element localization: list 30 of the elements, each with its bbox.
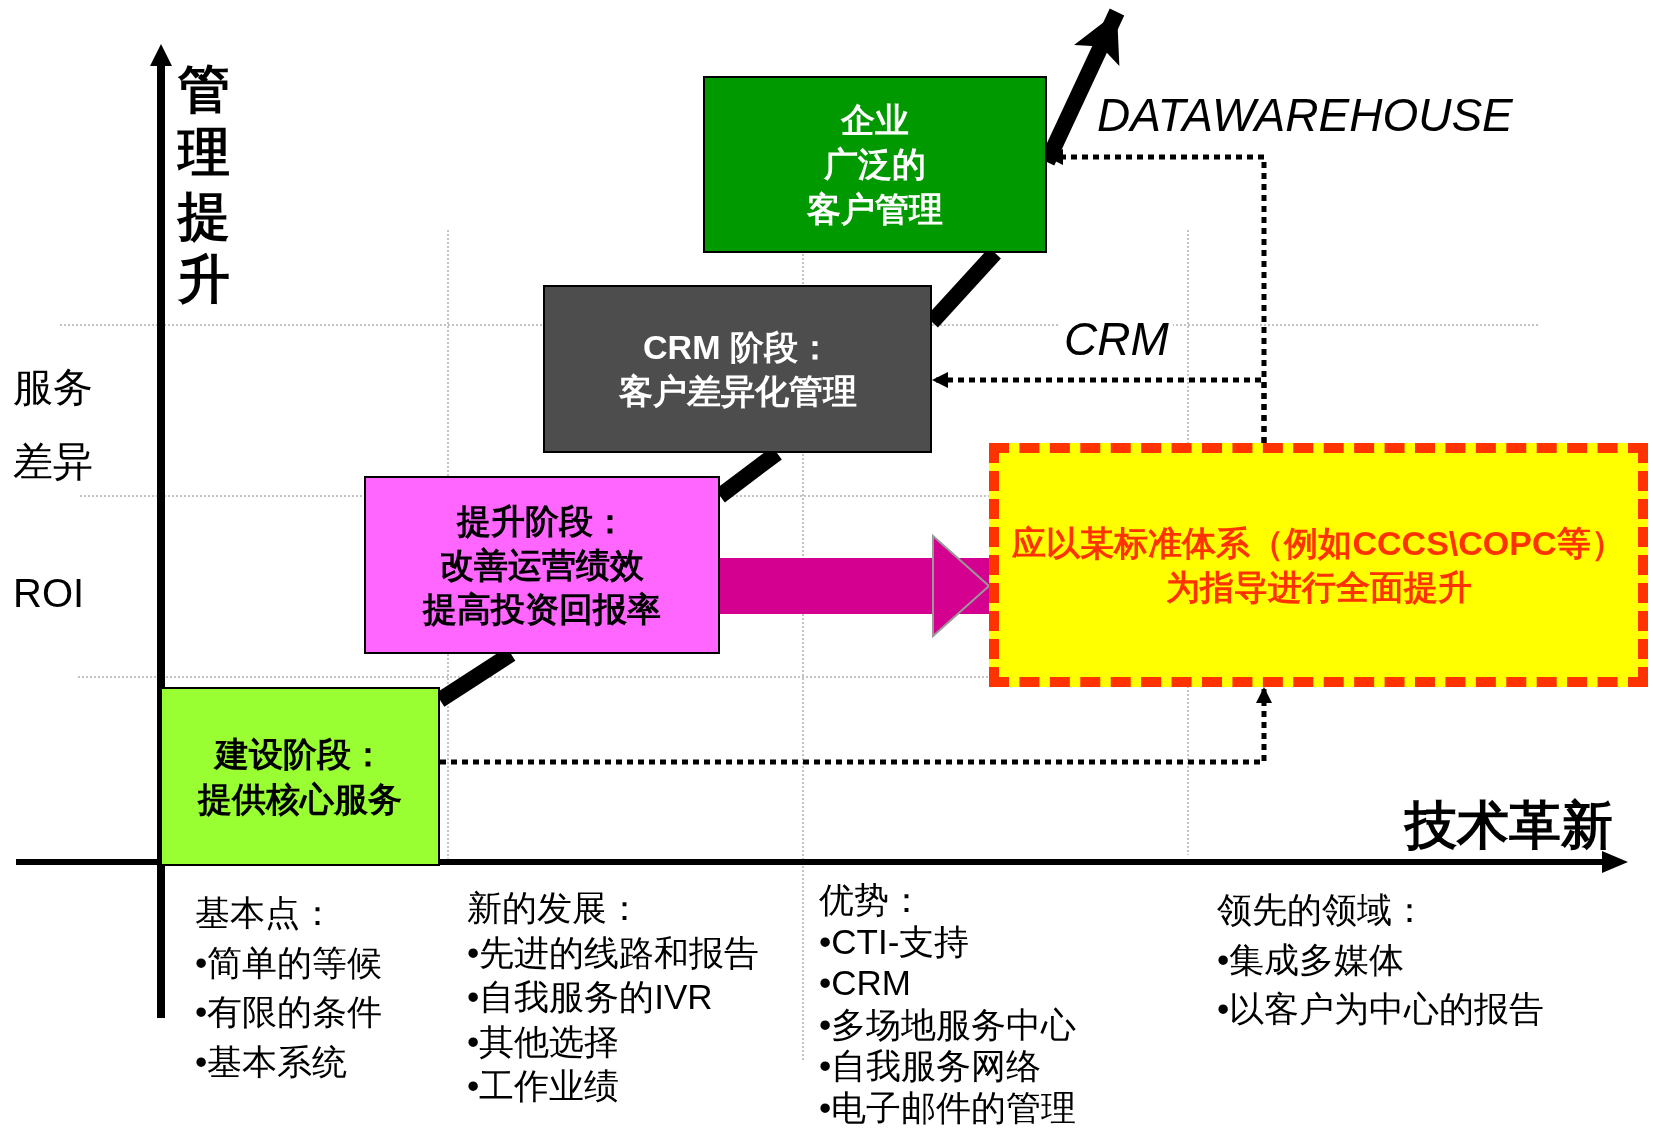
list-item: •自我服务网络 [819,1046,1042,1087]
axis-label: ROI [13,570,85,616]
stage-box: 提升阶段：改善运营绩效提高投资回报率 [364,476,720,654]
axis-title: 管理提升 [178,59,230,311]
dotted-arrow [440,687,1272,765]
dotted-arrow [932,372,1267,443]
stage-box: 企业广泛的客户管理 [703,76,1047,253]
column-heading: 基本点： [195,893,335,934]
column-heading: 领先的领域： [1217,890,1427,931]
list-item: •以客户为中心的报告 [1217,989,1545,1030]
list-item: •集成多媒体 [1217,939,1405,980]
list-item: •简单的等候 [195,942,383,983]
column-heading: 优势： [819,880,924,921]
axis-label: 服务差异 [13,364,93,485]
list-item: •有限的条件 [195,992,383,1033]
list-item: •其他选择 [467,1021,620,1062]
column-heading: 新的发展： [467,888,642,929]
list-item: •电子邮件的管理 [819,1087,1077,1128]
block-arrow [720,535,990,637]
list-item: •多场地服务中心 [819,1004,1077,1045]
list-item: •工作业绩 [467,1066,620,1107]
stage-box: 建设阶段：提供核心服务 [160,687,440,866]
list-item: •自我服务的IVR [467,977,713,1018]
list-item: •CRM [819,963,911,1004]
list-item: •基本系统 [195,1041,348,1082]
list-item: •先进的线路和报告 [467,932,760,973]
axis-title: 技术革新 [1405,796,1613,856]
stage-box: CRM 阶段：客户差异化管理 [543,285,932,453]
goal-box: 应以某标准体系（例如CCCS\COPC等）为指导进行全面提升 [989,443,1648,687]
list-item: •CTI-支持 [819,921,970,962]
